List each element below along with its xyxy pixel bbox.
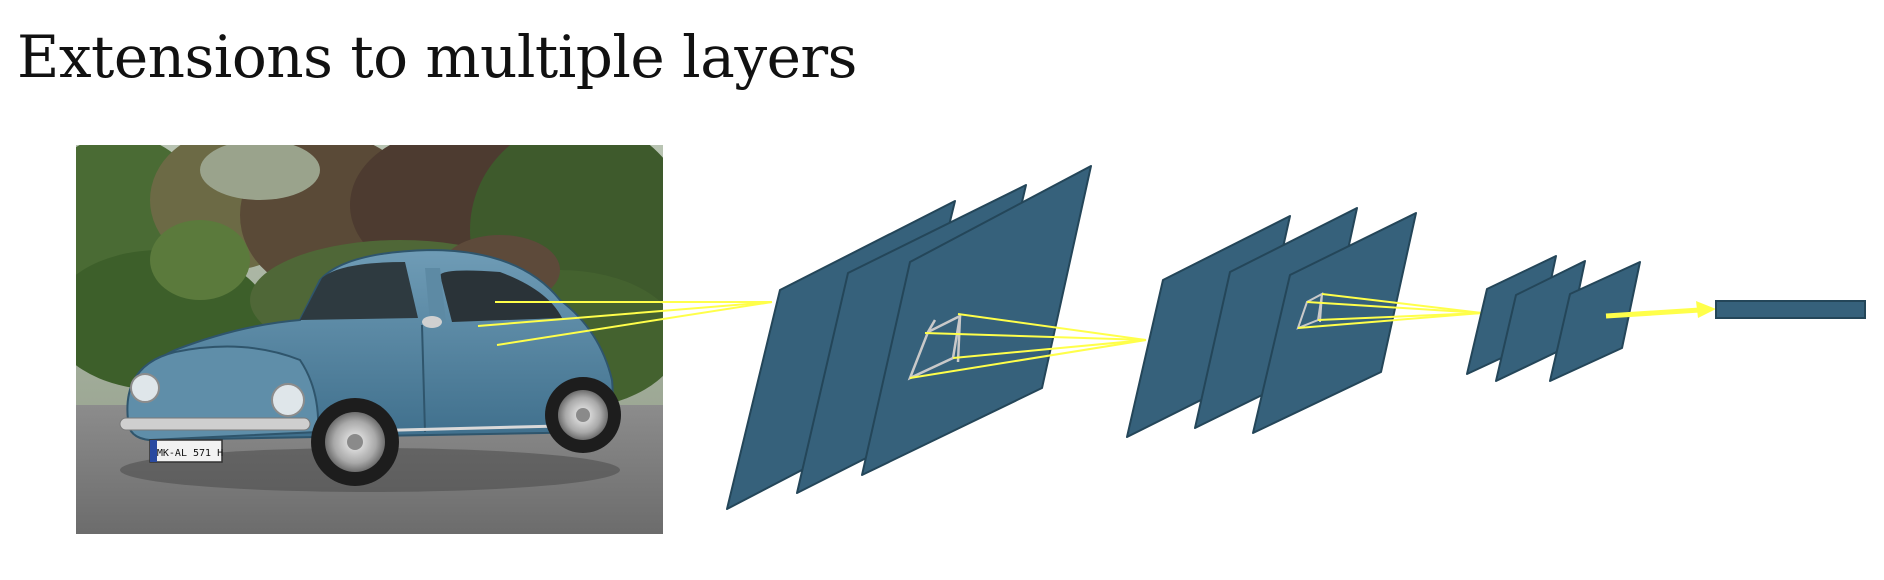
layer-group-1 <box>726 165 1092 510</box>
layer-group-3 <box>1466 255 1641 382</box>
output-vector <box>1715 300 1866 319</box>
connector-lines-photo-to-layer1 <box>477 301 773 346</box>
license-plate: MK-AL 571 H <box>157 448 223 459</box>
page-title: Extensions to multiple layers <box>17 23 857 91</box>
feature-map <box>861 165 1092 476</box>
connector-lines-layer1-to-layer2 <box>909 313 1147 379</box>
receptive-field-1 <box>907 313 962 381</box>
feature-map <box>1549 261 1641 382</box>
front-wheel <box>311 398 399 486</box>
connector-lines-layer2-to-layer3 <box>1297 293 1483 329</box>
feature-map <box>1495 260 1586 382</box>
car: MK-AL 571 H <box>119 248 621 486</box>
rear-wheel <box>545 377 621 453</box>
layer-group-2 <box>1126 207 1417 438</box>
car-photo: MK-AL 571 H <box>76 145 663 534</box>
output-arrow <box>1605 301 1716 319</box>
feature-map <box>1252 212 1417 434</box>
